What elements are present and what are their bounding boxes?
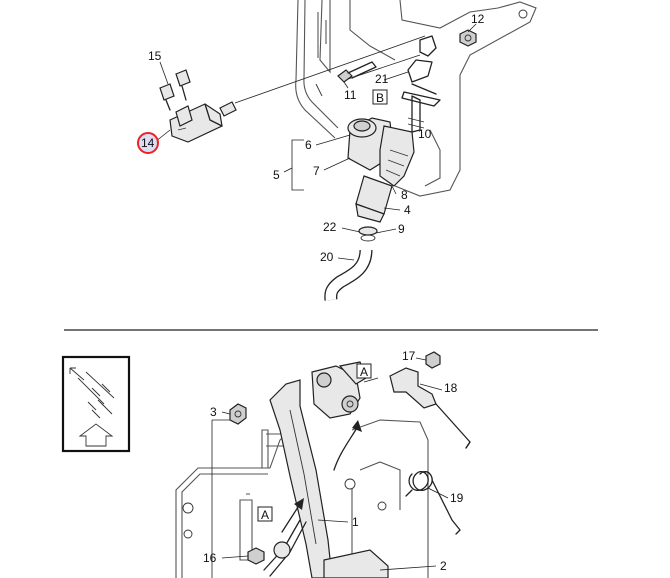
- part-17-nut: [425, 351, 441, 369]
- part-21-bracket: [401, 35, 441, 107]
- callout-19: 19: [450, 491, 464, 505]
- callout-8: 8: [401, 188, 408, 202]
- callout-2: 2: [440, 559, 447, 573]
- callout-14: 14: [141, 136, 155, 150]
- callout-4: 4: [404, 203, 411, 217]
- callout-14-selected[interactable]: 14: [137, 132, 159, 154]
- part-15-fittings: [159, 69, 191, 111]
- callout-5: 5: [273, 168, 280, 182]
- assembly-arrows: [281, 420, 471, 533]
- view-marker-b-box: [372, 89, 388, 105]
- part-16-nut: [247, 547, 265, 565]
- push-rod-line: [234, 35, 426, 104]
- view-marker-b: B: [376, 91, 384, 105]
- callout-17: 17: [402, 349, 416, 363]
- callout-12: 12: [471, 12, 485, 26]
- arrow-head-icon-2: [294, 498, 304, 510]
- callout-21: 21: [375, 72, 389, 86]
- view-marker-a-mid: A: [261, 508, 269, 522]
- part-12-nut: [459, 29, 477, 47]
- lower-leader-lines: [211, 357, 449, 578]
- part-4-cylinder-tube: [355, 175, 393, 223]
- callout-10: 10: [418, 127, 432, 141]
- part-18-bracket: [389, 367, 471, 449]
- part-3-bolt: [229, 403, 247, 425]
- arrow-head-icon: [352, 420, 362, 432]
- callout-22: 22: [323, 220, 337, 234]
- upper-mounting-frame: [295, 0, 537, 197]
- view-marker-a-top-box: [356, 363, 372, 379]
- part-11-bolt: [337, 61, 377, 83]
- callout-1: 1: [352, 515, 359, 529]
- view-marker-a-top: A: [360, 365, 368, 379]
- upper-leader-lines: [154, 23, 477, 261]
- part-2-pedal-pad: [323, 549, 389, 578]
- callout-3: 3: [210, 405, 217, 419]
- part-9-clip: [358, 226, 378, 242]
- callout-6: 6: [305, 138, 312, 152]
- part-1-pedal-arm: [269, 361, 367, 578]
- view-marker-a-mid-box: [257, 506, 273, 522]
- lower-assembly: A A 17 18 3 19 1 16 2: [175, 349, 471, 578]
- part-20-hose: [324, 249, 373, 301]
- upper-assembly: 12 15 21 11 B 10 6 7 5 8 4 22 9 20 14: [137, 0, 537, 301]
- callout-9: 9: [398, 222, 405, 236]
- part-10-boot: [407, 95, 425, 133]
- part-14-slave-cylinder: [169, 101, 237, 143]
- group-5-bracket: [291, 139, 304, 191]
- callout-20: 20: [320, 250, 334, 264]
- part-8-cylinder: [379, 125, 415, 187]
- callout-15: 15: [148, 49, 162, 63]
- callout-18: 18: [444, 381, 458, 395]
- part-19-spring: [405, 471, 461, 535]
- push-rod-lower: [263, 519, 307, 577]
- selection-ring: [137, 132, 159, 154]
- orientation-arrow-icon: [61, 355, 131, 453]
- callout-11: 11: [344, 88, 357, 102]
- callout-16: 16: [203, 551, 217, 565]
- callout-7: 7: [313, 164, 320, 178]
